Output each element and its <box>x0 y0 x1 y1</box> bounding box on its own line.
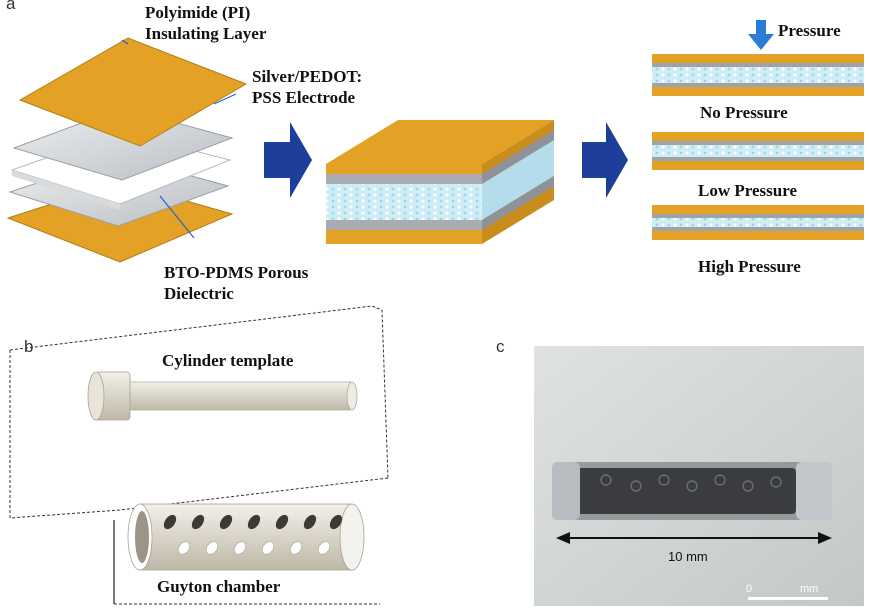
pi-label-line1: Polyimide (PI) <box>145 3 251 22</box>
scale-zero-label: 0 <box>746 583 753 595</box>
electrode-label-line2: PSS Electrode <box>252 88 356 107</box>
electrode-label: Silver/PEDOT: PSS Electrode <box>252 66 362 108</box>
exploded-layer-stack <box>6 37 248 263</box>
process-arrow-2 <box>582 122 628 198</box>
panel-letter-c: c <box>496 337 505 356</box>
guyton-chamber-label: Guyton chamber <box>157 577 281 596</box>
pressure-label: Pressure <box>778 21 841 40</box>
length-label: 10 mm <box>668 549 708 564</box>
pressure-state-no <box>652 54 864 96</box>
panel-letter-a: a <box>6 0 16 13</box>
top-pi-layer <box>18 37 248 147</box>
cylinder-template-model <box>87 371 358 421</box>
pressure-state-high <box>652 205 864 240</box>
dielectric-label-line1: BTO-PDMS Porous <box>164 263 309 282</box>
scale-unit-label: mm <box>800 583 819 595</box>
pi-label: Polyimide (PI) Insulating Layer <box>145 2 266 44</box>
pressure-arrow-icon <box>748 20 774 50</box>
dielectric-label: BTO-PDMS Porous Dielectric <box>164 262 308 304</box>
process-arrow-1 <box>264 122 312 198</box>
assembled-sensor-block <box>326 120 554 244</box>
electrode-label-line1: Silver/PEDOT: <box>252 67 363 86</box>
panel-b-frame <box>9 305 389 519</box>
state-label-high-pressure: High Pressure <box>698 257 801 276</box>
state-label-low-pressure: Low Pressure <box>698 181 798 200</box>
panel-letter-b: b <box>24 337 34 356</box>
pressure-state-low <box>652 132 864 170</box>
state-label-no-pressure: No Pressure <box>700 103 788 122</box>
chamber-photograph <box>534 346 864 606</box>
guyton-chamber-model <box>127 503 365 571</box>
pi-label-line2: Insulating Layer <box>145 24 267 43</box>
dielectric-label-line2: Dielectric <box>164 284 234 303</box>
cylinder-template-label: Cylinder template <box>162 351 294 370</box>
